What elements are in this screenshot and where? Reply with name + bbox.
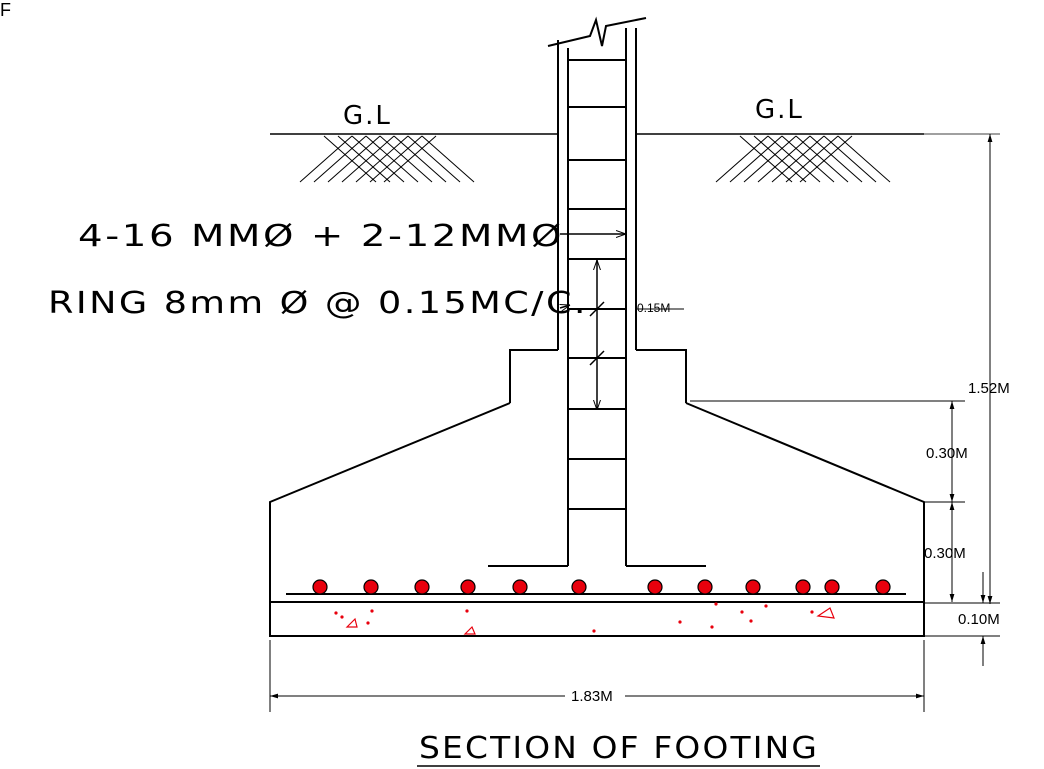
rebar-circle [697,579,713,595]
rebar-circle [745,579,761,595]
drawing-title: SECTION OF FOOTING [419,731,819,766]
rebar-circle [312,579,328,595]
ring-spacing-dimension [589,260,684,410]
pedestal-left [509,349,558,403]
rebar-circle [363,579,379,595]
ring-leader [560,305,570,308]
main-bars-label: 4-16 MMØ + 2-12MMØ [78,219,564,254]
pcc-aggregate [334,602,835,635]
rebar-circle [571,579,587,595]
rebar-circle [795,579,811,595]
vertical-dimensions [690,134,1000,666]
width-dim-label: 1.83M [571,688,613,705]
footing-outline [269,402,925,637]
rebar-circle [647,579,663,595]
rebar-circle [414,579,430,595]
ring-label: RING 8mm Ø @ 0.15MC/C. [48,286,588,321]
ring-spacing-dim-label: 0.15M [637,301,670,315]
ground-level-label-left: G.L [343,101,392,131]
ground-level-label-right: G.L [755,95,804,125]
soil-hatch-right [715,135,891,183]
edge-depth-dim-label: 0.30M [924,545,966,562]
rebar-circle [460,579,476,595]
slope-depth-dim-label: 0.30M [926,445,968,462]
total-depth-dim-label: 1.52M [968,380,1010,397]
pcc-depth-dim-label: 0.10M [958,611,1000,628]
width-dimension [269,640,925,712]
corner-mark: F [0,0,11,20]
rebar-circle [824,579,840,595]
rebar-circle [875,579,891,595]
rebar-sections [312,579,891,595]
soil-hatch-left [299,135,475,183]
pedestal-right [636,349,687,403]
column [509,16,687,403]
column-break-line [547,16,647,47]
pcc-bed [269,601,925,637]
rebar-circle [512,579,528,595]
